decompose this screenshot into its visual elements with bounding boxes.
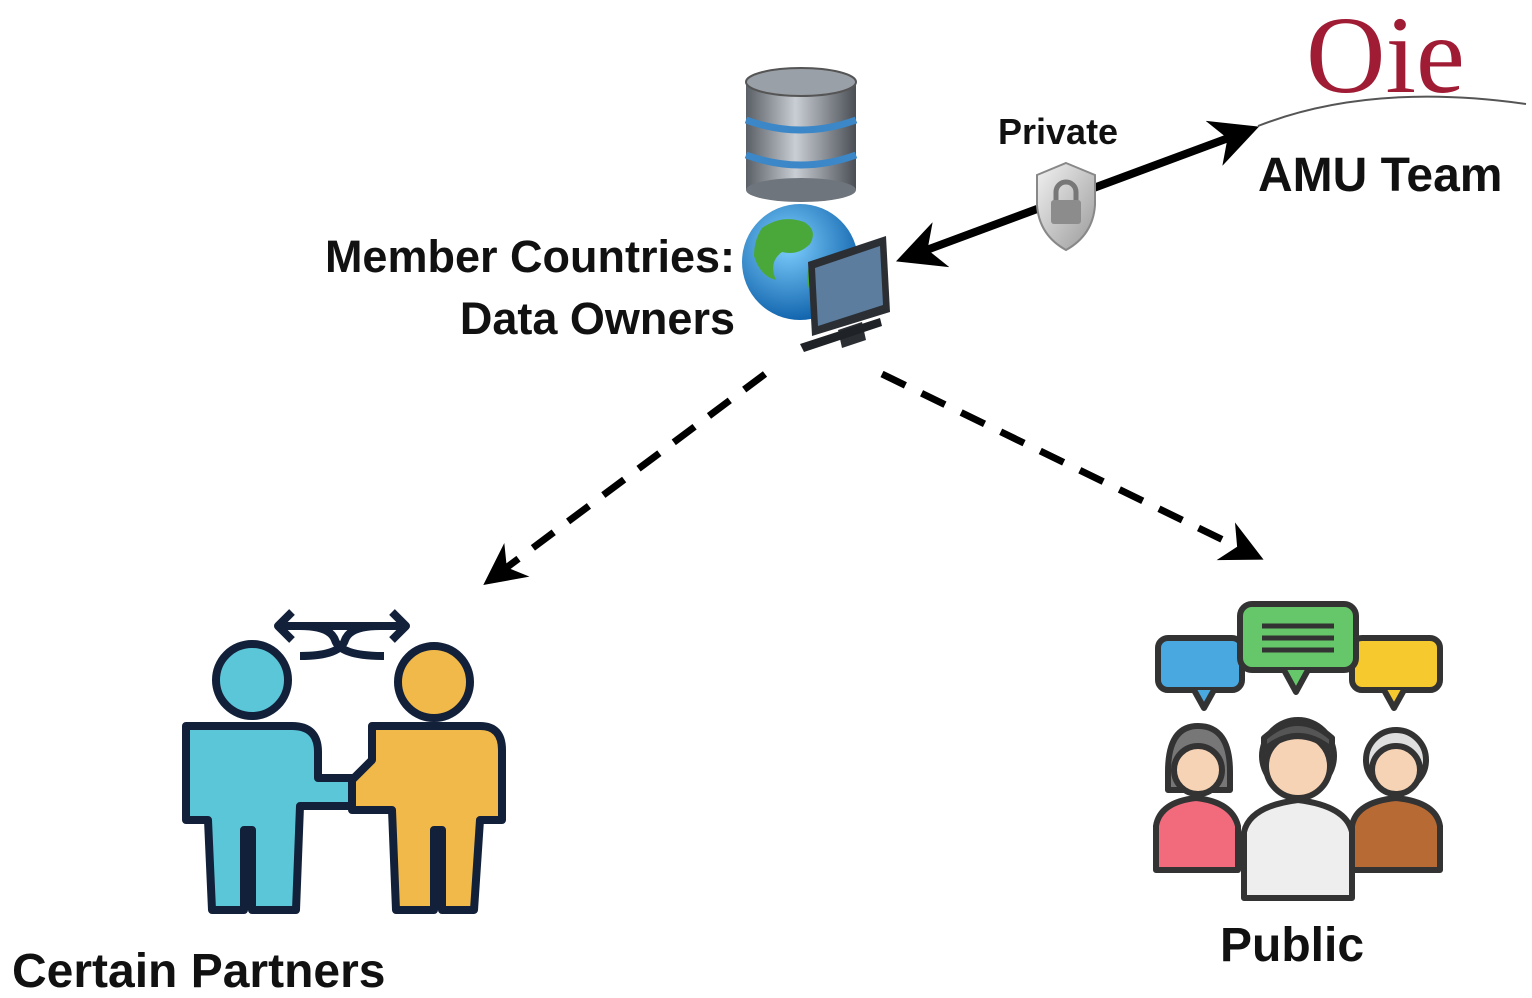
- arrow-to-public: [880, 370, 1264, 561]
- monitor-icon: [800, 236, 890, 352]
- data-owners-line1: Member Countries:: [324, 231, 735, 282]
- public-group-icon: [1153, 601, 1443, 901]
- partners-handshake-icon: [182, 609, 506, 914]
- swap-arrows-icon: [274, 609, 410, 660]
- oie-logo: Oie: [1306, 0, 1465, 116]
- database-icon: [744, 67, 858, 202]
- shield-lock-icon: [1036, 161, 1096, 252]
- logo-swoosh: [1257, 95, 1527, 127]
- data-owners-label: Member Countries: Data Owners: [255, 226, 735, 350]
- certain-partners-label: Certain Partners: [12, 945, 386, 998]
- private-label: Private: [998, 111, 1119, 152]
- amu-team-label: AMU Team: [1258, 149, 1503, 202]
- data-owners-line2: Data Owners: [459, 293, 735, 344]
- arrow-to-partners: [483, 371, 768, 586]
- public-label: Public: [1220, 919, 1365, 972]
